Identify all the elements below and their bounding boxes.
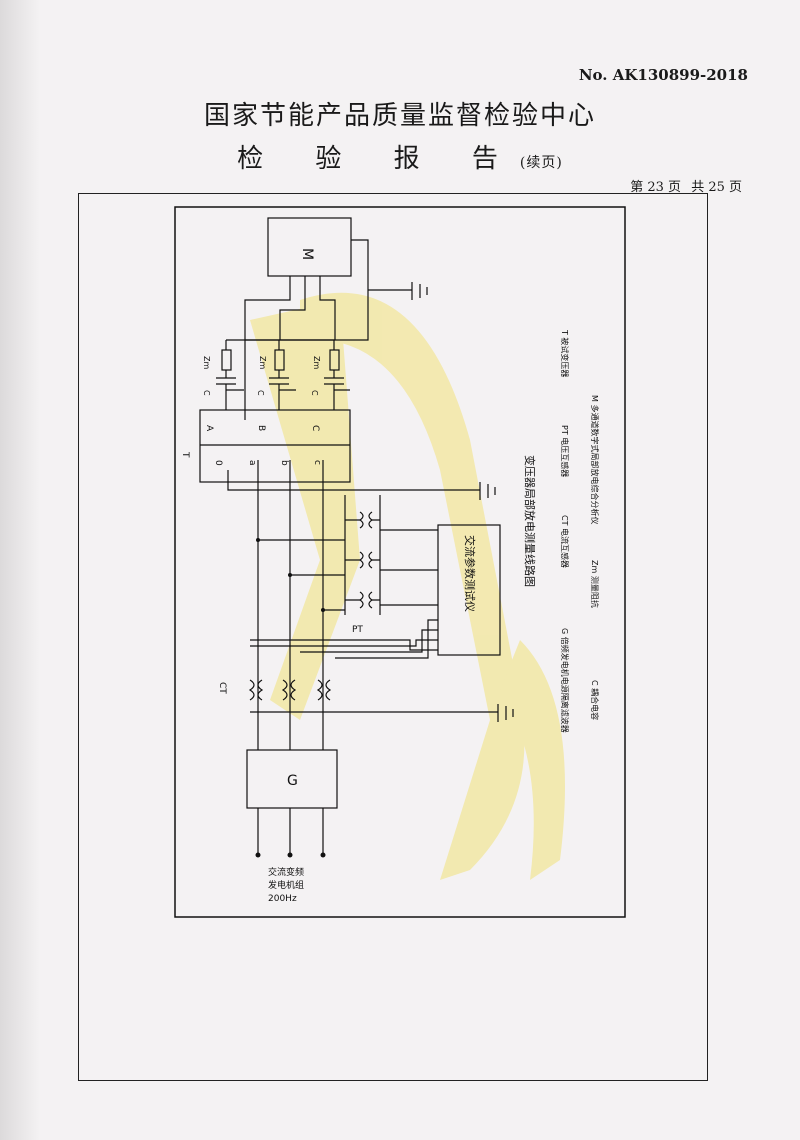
watermark-logo <box>250 292 565 880</box>
neutral-line <box>227 470 480 491</box>
junction <box>255 852 261 858</box>
pt-group <box>344 495 381 615</box>
generator-label: G <box>287 773 298 789</box>
ground-symbol-bottom <box>497 704 514 722</box>
source-label-line1: 交流变频 <box>268 866 304 878</box>
ct-coil-c <box>316 679 332 701</box>
label-zm-b: Zm <box>258 356 267 369</box>
junction <box>288 573 292 577</box>
legend-item-pt: PT 电压互感器 <box>560 425 570 477</box>
junction <box>287 852 293 858</box>
label-c-b: C <box>256 390 265 396</box>
page-current: 第 23 页 <box>630 180 682 195</box>
legend-item-ct: CT 电流互感器 <box>560 515 570 568</box>
generator-leads <box>257 808 324 855</box>
label-zm-a: Zm <box>202 356 211 369</box>
ct-to-analyzer <box>250 619 438 659</box>
legend-item-g: G 倍频发电机电源隔离滤波器 <box>560 628 570 733</box>
label-zm-c: Zm <box>312 356 321 369</box>
legend-item-m: M 多通道数字式局部放电综合分析仪 <box>590 395 600 524</box>
analyzer-box <box>437 524 501 656</box>
capacitor-c <box>324 377 344 410</box>
pt-coil-2 <box>358 551 374 569</box>
analyzer-label: 交流参数测试仪 <box>463 535 477 612</box>
legend-item-t: T 被试变压器 <box>560 329 570 377</box>
legend-item-zm: Zm 测量阻抗 <box>590 560 600 608</box>
label-c-c: C <box>310 390 319 396</box>
ground-symbol-top <box>411 282 428 300</box>
label-c-a: C <box>202 390 211 396</box>
label-ct: CT <box>217 682 227 694</box>
transformer-box <box>199 409 351 483</box>
label-terminal-o: 0 <box>213 460 223 466</box>
label-terminal-c: C <box>310 425 320 431</box>
page-info: 第 23 页 共 25 页 <box>624 176 742 195</box>
report-subtitle: 检 验 报 告(续页) <box>0 138 800 175</box>
junction <box>321 608 325 612</box>
label-terminal-a: A <box>204 425 214 432</box>
label-terminal-b-low: b <box>279 460 289 466</box>
watermark-stroke-3 <box>500 640 565 880</box>
ct-coil-b <box>281 679 297 701</box>
source-label-line2: 发电机组 <box>268 879 304 891</box>
pt-to-analyzer <box>380 529 438 606</box>
subtitle-suffix: (续页) <box>519 155 563 171</box>
report-number: No. AK130899-2018 <box>578 66 748 84</box>
ground-symbol-middle <box>479 482 496 500</box>
circuit-wiring <box>199 217 514 855</box>
junction-dots <box>255 538 326 858</box>
watermark-stroke-1 <box>300 292 525 880</box>
ct-coil-a <box>248 679 264 701</box>
page-binding-edge <box>0 0 40 1140</box>
junction <box>256 538 260 542</box>
source-label-line3: 200Hz <box>268 894 297 904</box>
junction <box>320 852 326 858</box>
zm-wires <box>225 339 335 378</box>
capacitor-a <box>216 377 236 410</box>
inner-diagram-box <box>174 206 626 918</box>
zm-resistor-a <box>221 349 232 371</box>
capacitor-b <box>269 377 289 410</box>
diagram-caption: 变压器局部放电测量线路图 <box>523 455 537 587</box>
label-pt: PT <box>352 625 363 635</box>
legend-item-c: C 耦合电容 <box>590 680 600 720</box>
diagram-frame <box>78 193 708 1081</box>
label-transformer: T <box>180 451 190 458</box>
motor-label: M <box>299 248 315 260</box>
watermark-stroke-2 <box>250 300 360 720</box>
label-terminal-a-low: a <box>247 460 257 466</box>
pt-coil-3 <box>358 591 374 609</box>
motor-lead-1 <box>244 276 291 420</box>
label-terminal-b: B <box>256 425 266 431</box>
phase-to-pt <box>258 539 345 611</box>
label-terminal-c-low: c <box>312 460 322 465</box>
motor-lead-2 <box>279 276 306 340</box>
subtitle-main: 检 验 报 告 <box>237 144 520 174</box>
page-total: 共 25 页 <box>691 180 742 195</box>
generator-box <box>246 749 338 809</box>
motor-lead-3 <box>319 276 336 340</box>
motor-box <box>267 217 352 277</box>
report-title: 国家节能产品质量监督检验中心 <box>203 101 596 131</box>
pt-coil-1 <box>358 511 374 529</box>
